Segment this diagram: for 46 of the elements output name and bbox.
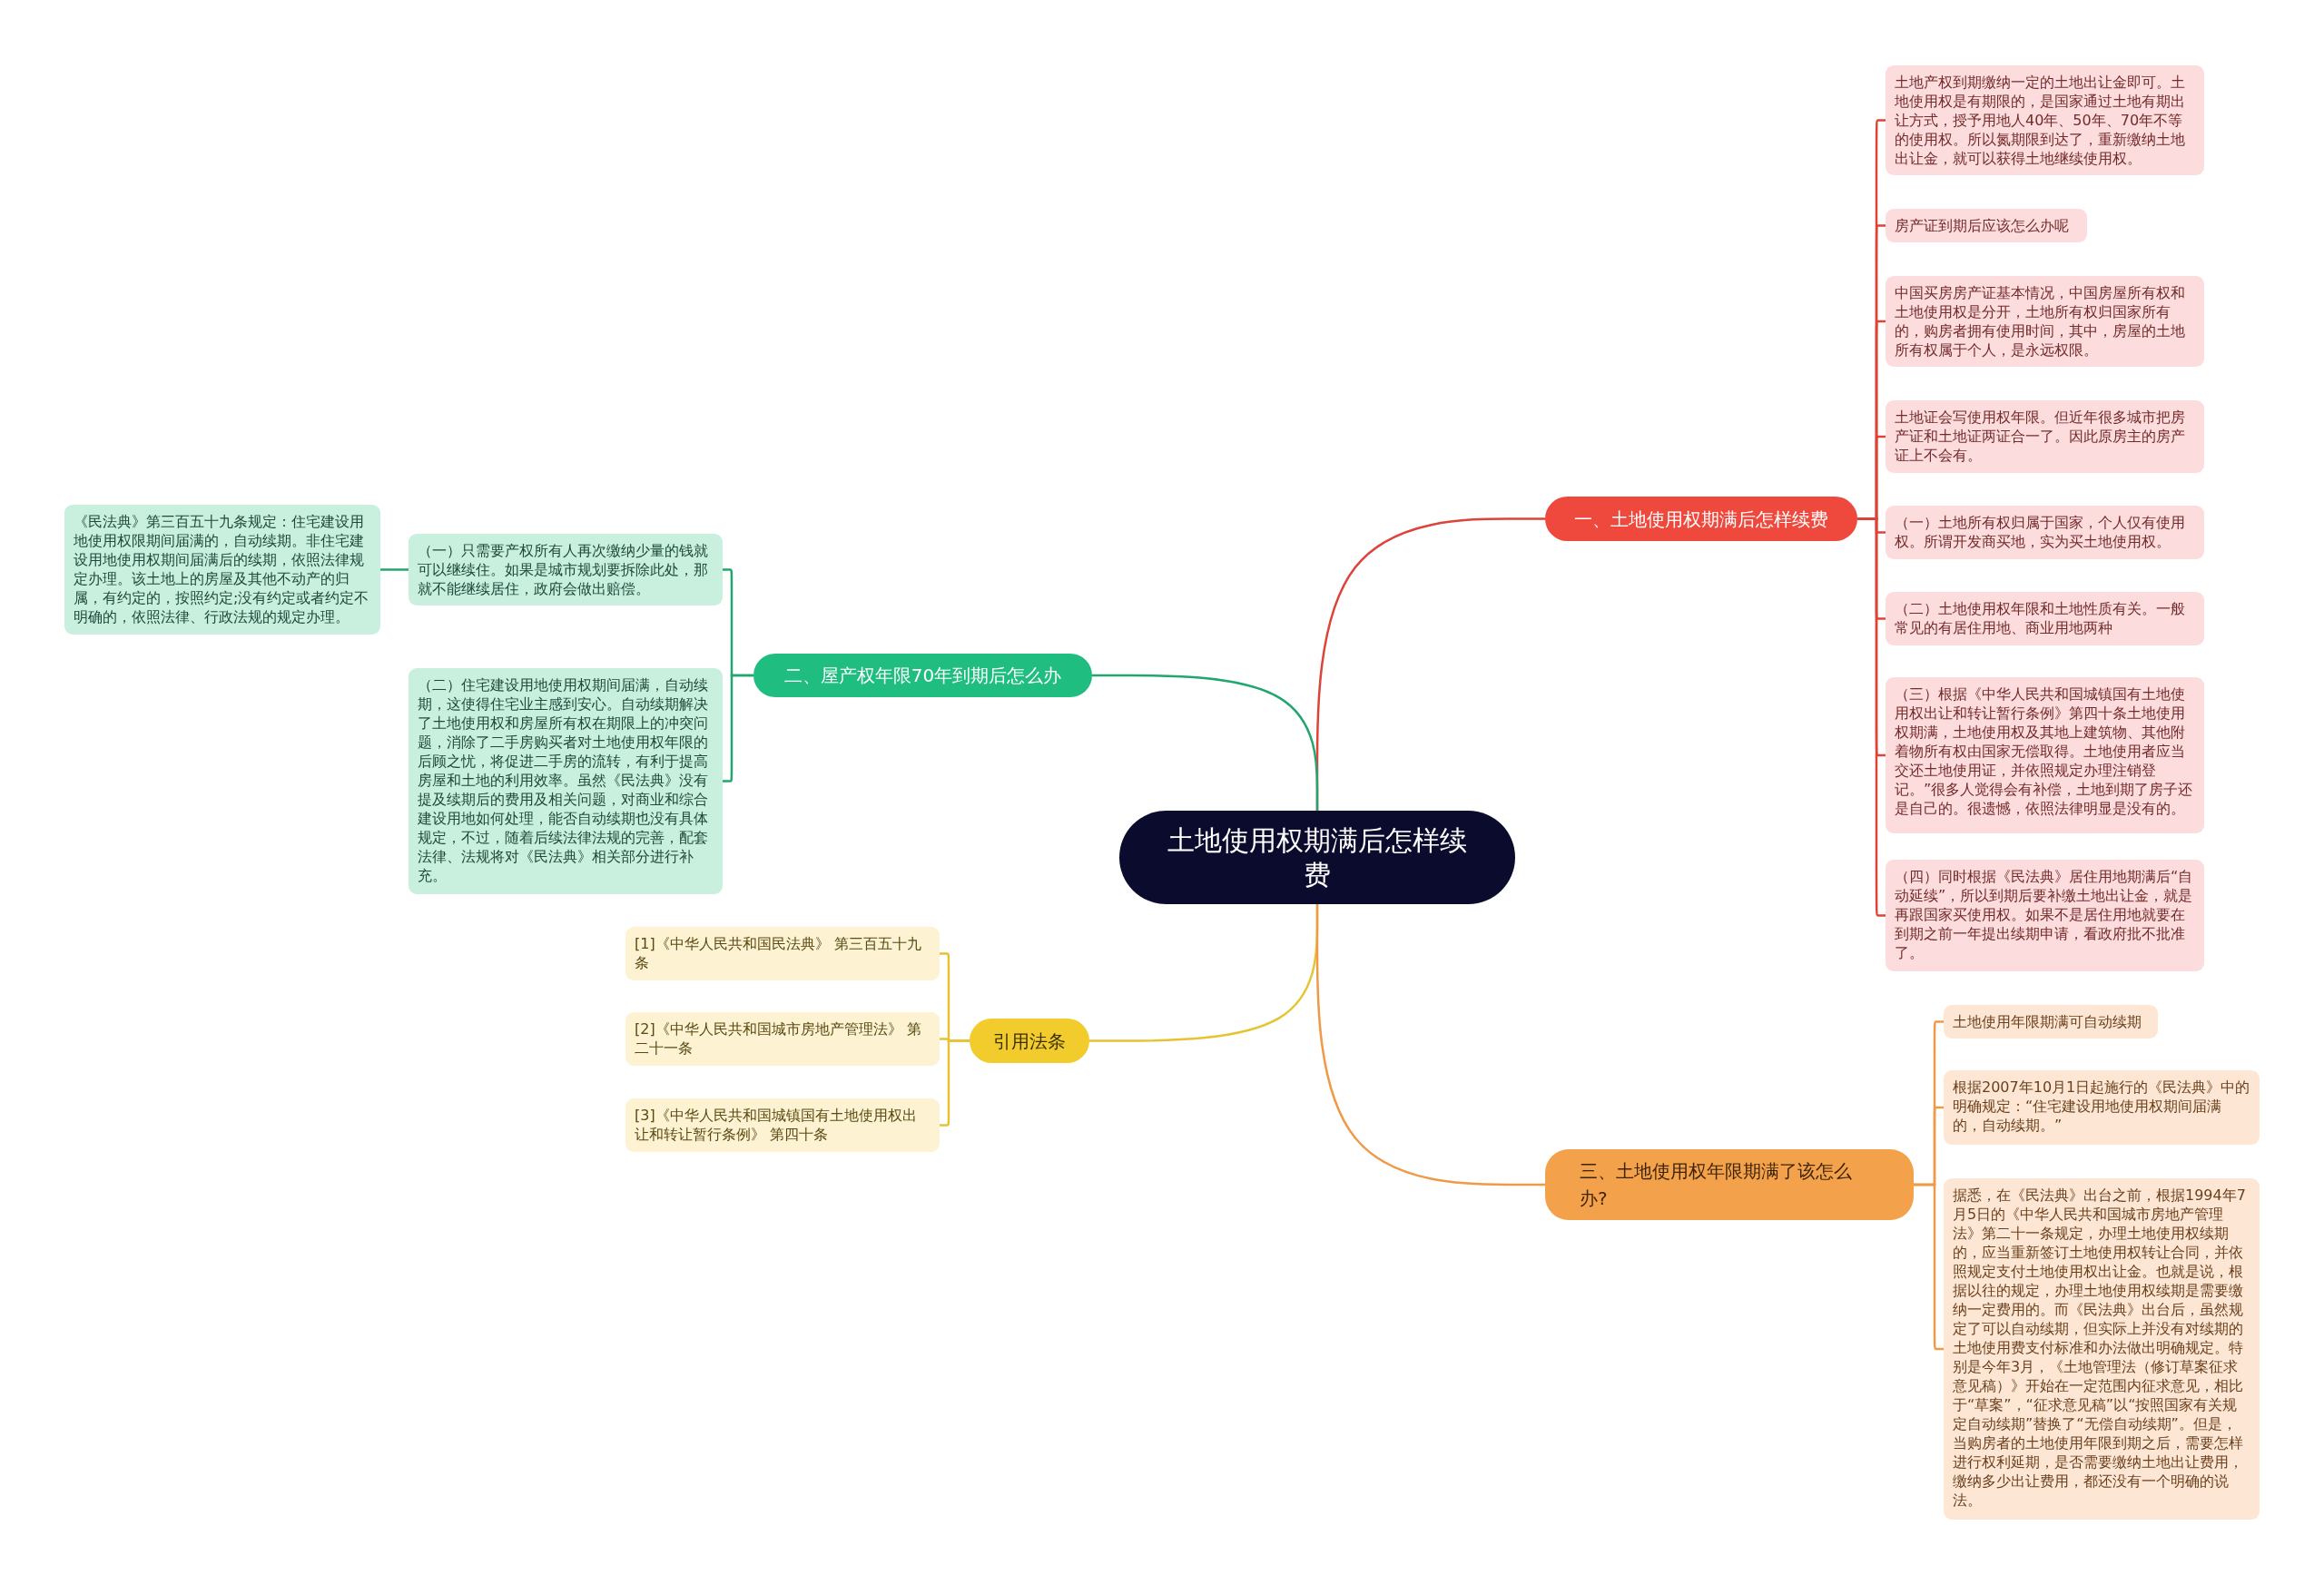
connector-line bbox=[1092, 674, 1319, 811]
connector-line bbox=[1315, 904, 1545, 1186]
note-card bbox=[625, 1012, 940, 1066]
branch-topic bbox=[753, 654, 1092, 697]
note-text: （三）根据《中华人民共和国城镇国有土地使用权出让和转让暂行条例》第四十条土地使用权期满，土地使用权及其地上建筑物、其他附着物所有权由国家无偿取得。土地使用者应当交还土地使用证，并依照规定办理注销登记。”很多人觉得会有补偿，土地到期了房子还是自己的。很遗憾，依照法律明显是没有的。 bbox=[1895, 684, 2194, 818]
note-text: [1]《中华人民共和国民法典》 第三百五十九条 bbox=[635, 934, 922, 972]
note-card bbox=[1886, 209, 2087, 242]
note-text: 中国买房房产证基本情况，中国房屋所有权和土地使用权是分开，土地所有权归国家所有的，购房者拥有使用时间，其中，房屋的土地所有权属于个人，是永远权限。 bbox=[1895, 283, 2186, 359]
note-card bbox=[1886, 400, 2204, 473]
note-card bbox=[1886, 860, 2204, 971]
note-text: （一）只需要产权所有人再次缴纳少量的钱就可以继续住。如果是城市规划要拆除此处，那就不能继续居住，政府会做出赔偿。 bbox=[418, 541, 709, 598]
note-text: 《民法典》第三百五十九条规定：住宅建设用地使用权限期间届满的，自动续期。非住宅建设用地使用权期间届满后的续期，依照法律规定办理。该土地上的房屋及其他不动产的归属，有约定的，按照约定;没有约定或者约定不明确的，依照法律、行政法规的规定办理。 bbox=[74, 512, 370, 626]
branch-topic bbox=[1545, 497, 1857, 541]
note-card bbox=[625, 1098, 940, 1152]
branch-topic bbox=[1545, 1149, 1914, 1220]
note-card bbox=[1886, 677, 2204, 833]
note-card bbox=[64, 505, 380, 635]
note-card bbox=[1886, 506, 2204, 559]
topic-text: 二、屋产权年限70年到期后怎么办 bbox=[783, 664, 1063, 688]
note-text: 根据2007年10月1日起施行的《民法典》中的明确规定：“住宅建设用地使用权期间届满的，自动续期。” bbox=[1953, 1078, 2250, 1135]
topic-text: 土地使用权期满后怎样续费 bbox=[1167, 822, 1468, 892]
note-text: 土地产权到期缴纳一定的土地出让金即可。土地使用权是有期限的，是国家通过土地有期出让方式，授予用地人40年、50年、70年不等的使用权。所以氮期限到达了，重新缴纳土地出让金，就可以获得土地继续使用权。 bbox=[1895, 73, 2186, 168]
note-text: （二）土地使用权年限和土地性质有关。一般常见的有居住用地、商业用地两种 bbox=[1895, 599, 2186, 637]
branch-topic bbox=[970, 1019, 1089, 1063]
note-card bbox=[625, 927, 940, 980]
note-text: 土地使用年限期满可自动续期 bbox=[1953, 1012, 2142, 1031]
note-card bbox=[1886, 65, 2204, 175]
note-card bbox=[1944, 1005, 2158, 1039]
note-card bbox=[1886, 276, 2204, 367]
note-card bbox=[1886, 592, 2204, 645]
connector-line bbox=[1857, 517, 1886, 917]
note-card bbox=[1944, 1070, 2260, 1145]
note-text: [2]《中华人民共和国城市房地产管理法》 第二十一条 bbox=[635, 1019, 922, 1058]
topic-text: 一、土地使用权期满后怎样续费 bbox=[1573, 507, 1829, 532]
note-text: 据悉，在《民法典》出台之前，根据1994年7月5日的《中华人民共和国城市房地产管理法》第二十一条规定，办理土地使用权续期的，应当重新签订土地使用权转让合同，并依照规定支付土地使用权出让金。也就是说，根据以往的规定，办理土地使用权续期是需要缴纳一定费用的。而《民法典》出台后，虽然规定了可以自动续期，但实际上并没有对续期的土地使用费支付标准和办法做出明确规定。特别是今年3月，《土地管理法（修订草案征求意见稿）》开始在一定范围内征求意见，相比于“草案”，“征求意见稿”以“按照国家有关规定自动续期”替换了“无偿自动续期”。但是，当购房者的土地使用年限到期之后，需要怎样进行权利延期，是否需要缴纳土地出让费用，缴纳多少出让费用，都还没有一个明确的说法。 bbox=[1953, 1186, 2247, 1510]
note-text: [3]《中华人民共和国城镇国有土地使用权出让和转让暂行条例》 第四十条 bbox=[635, 1106, 918, 1144]
note-text: 房产证到期后应该怎么办呢 bbox=[1895, 216, 2070, 235]
connector-line bbox=[380, 568, 409, 571]
note-text: 土地证会写使用权年限。但近年很多城市把房产证和土地证两证合一了。因此原房主的房产证上不会有。 bbox=[1895, 408, 2186, 465]
connector-line bbox=[1914, 1183, 1944, 1351]
note-text: （四）同时根据《民法典》居住用地期满后“自动延续”，所以到期后要补缴土地出让金，就是再跟国家买使用权。如果不是居住用地就要在到期之前一年提出续期申请，看政府批不批准了。 bbox=[1895, 867, 2194, 962]
note-card bbox=[409, 534, 723, 605]
note-text: （一）土地所有权归属于国家，个人仅有使用权。所谓开发商买地，实为买土地使用权。 bbox=[1895, 513, 2186, 551]
note-text: （二）住宅建设用地使用权期间届满，自动续期，这使得住宅业主感到安心。自动续期解决了土地使用权和房屋所有权在期限上的冲突问题，消除了二手房购买者对土地使用权年限的后顾之忧，将促进二手房的流转，有利于提高房屋和土地的利用效率。虽然《民法典》没有提及续期后的费用及相关问题，对商业和综合建设用地如何处理，能否自动续期也没有具体规定，不过，随着后续法律法规的完善，配套法律、法规将对《民法典》相关部分进行补充。 bbox=[418, 675, 709, 885]
topic-text: 引用法条 bbox=[992, 1029, 1067, 1054]
topic-text: 三、土地使用权年限期满了该怎么办? bbox=[1580, 1159, 1853, 1211]
